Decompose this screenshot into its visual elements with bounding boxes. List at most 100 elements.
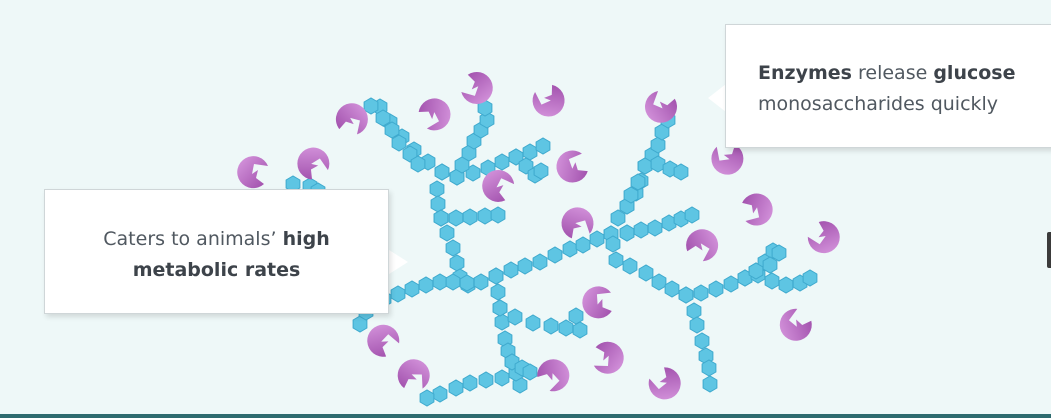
glucose-hexagon-icon: [494, 153, 510, 171]
glucose-hexagon-icon: [684, 206, 700, 224]
glucose-hexagon-icon: [535, 137, 551, 155]
enzyme-crescent-icon: [561, 207, 594, 239]
glucose-hexagon-icon: [605, 235, 621, 253]
callout-enzymes-text: Enzymes release glucose monosaccharides …: [758, 58, 1051, 120]
glucose-hexagon-icon: [459, 274, 475, 292]
glucose-hexagon-icon: [702, 375, 718, 393]
glucose-hexagon-icon: [572, 321, 588, 339]
glucose-hexagon-icon: [473, 273, 489, 291]
glucose-hexagon-icon: [433, 209, 449, 227]
callout-enzymes-bold-enzymes: Enzymes: [758, 62, 852, 84]
enzyme-crescent-icon: [648, 367, 681, 400]
callout-metabolic: Caters to animals’ high metabolic rates: [44, 189, 389, 314]
glucose-hexagon-icon: [647, 219, 663, 237]
edge-control: [1047, 232, 1051, 268]
glucose-hexagon-icon: [589, 230, 605, 248]
glucose-hexagon-icon: [434, 163, 450, 181]
glucose-hexagon-icon: [390, 285, 406, 303]
glucose-hexagon-icon: [547, 246, 563, 264]
glucose-hexagon-icon: [673, 163, 689, 181]
enzyme-crescent-icon: [779, 308, 812, 341]
glucose-hexagon-icon: [363, 97, 379, 115]
enzyme-crescent-icon: [418, 98, 451, 131]
glucose-hexagon-icon: [651, 273, 667, 291]
glucose-hexagon-icon: [638, 264, 654, 282]
glucose-hexagon-icon: [449, 254, 465, 272]
callout-left-pointer: [386, 248, 408, 276]
glucose-hexagon-icon: [637, 157, 653, 175]
glucose-hexagon-icon: [429, 180, 445, 198]
glucose-hexagon-icon: [477, 207, 493, 225]
glucose-hexagon-icon: [764, 272, 780, 290]
glucose-hexagon-icon: [762, 256, 778, 274]
glucose-hexagon-icon: [445, 239, 461, 257]
glucose-hexagon-icon: [448, 379, 464, 397]
enzyme-crescent-icon: [461, 71, 493, 104]
glucose-hexagon-icon: [490, 283, 506, 301]
glucose-hexagon-icon: [391, 134, 407, 152]
glucose-hexagon-icon: [508, 148, 524, 166]
glucose-hexagon-icon: [478, 371, 494, 389]
glucose-hexagon-icon: [562, 240, 578, 258]
enzyme-crescent-icon: [537, 359, 570, 392]
enzyme-crescent-icon: [807, 221, 840, 254]
glucose-hexagon-icon: [462, 208, 478, 226]
glucose-hexagon-icon: [701, 359, 717, 377]
glucose-hexagon-icon: [494, 369, 510, 387]
enzyme-crescent-icon: [397, 359, 430, 389]
glucose-hexagon-icon: [778, 276, 794, 294]
glucose-hexagon-icon: [384, 121, 400, 139]
glucose-hexagon-icon: [568, 307, 584, 325]
glucose-hexagon-icon: [492, 299, 508, 317]
glucose-hexagon-icon: [507, 308, 523, 326]
glucose-hexagon-icon: [610, 209, 626, 227]
glucose-hexagon-icon: [503, 261, 519, 279]
glucose-hexagon-icon: [678, 286, 694, 304]
callout-enzymes: Enzymes release glucose monosaccharides …: [725, 24, 1051, 148]
glucose-hexagon-icon: [522, 143, 538, 161]
callout-enzymes-bold-glucose: glucose: [933, 62, 1016, 84]
enzyme-crescent-icon: [482, 169, 515, 202]
glucose-hexagon-icon: [575, 236, 591, 254]
glucose-hexagon-icon: [494, 313, 510, 331]
glucose-hexagon-icon: [622, 257, 638, 275]
glucose-hexagon-icon: [461, 144, 477, 162]
glucose-hexagon-icon: [686, 302, 702, 320]
enzyme-crescent-icon: [532, 84, 565, 117]
glucose-hexagon-icon: [664, 280, 680, 298]
glucose-hexagon-icon: [490, 206, 506, 224]
enzyme-crescent-icon: [645, 91, 677, 123]
glucose-hexagon-icon: [432, 385, 448, 403]
callout-metabolic-text: Caters to animals’ high metabolic rates: [45, 224, 388, 286]
callout-metabolic-bold-metabolic: metabolic rates: [132, 259, 301, 281]
bottom-bar: [0, 414, 1051, 418]
glucose-hexagon-icon: [439, 224, 455, 242]
callout-enzymes-line2: monosaccharides quickly: [758, 93, 999, 115]
glucose-hexagon-icon: [488, 267, 504, 285]
glucose-hexagon-icon: [449, 168, 465, 186]
glucose-hexagon-icon: [432, 273, 448, 291]
glucose-hexagon-icon: [748, 262, 764, 280]
glucose-hexagon-icon: [708, 280, 724, 298]
glucose-hexagon-icon: [517, 257, 533, 275]
glucose-hexagon-icon: [771, 244, 787, 262]
enzyme-crescent-icon: [297, 147, 330, 180]
glucose-hexagon-icon: [410, 155, 426, 173]
callout-metabolic-text-caters: Caters to animals’: [103, 228, 283, 250]
glucose-hexagon-icon: [650, 155, 666, 173]
glucose-hexagon-icon: [802, 269, 818, 287]
enzyme-crescent-icon: [711, 144, 744, 175]
enzyme-crescent-icon: [335, 103, 368, 135]
enzyme-crescent-icon: [582, 286, 612, 319]
glucose-hexagon-icon: [662, 160, 678, 178]
enzyme-crescent-icon: [593, 341, 624, 374]
glucose-hexagon-icon: [650, 136, 666, 154]
glucose-hexagon-icon: [608, 251, 624, 269]
glucose-hexagon-icon: [477, 99, 493, 117]
glucose-hexagon-icon: [532, 253, 548, 271]
glucose-hexagon-icon: [418, 276, 434, 294]
callout-enzymes-text-release: release: [851, 62, 934, 84]
enzymes: [237, 71, 840, 400]
